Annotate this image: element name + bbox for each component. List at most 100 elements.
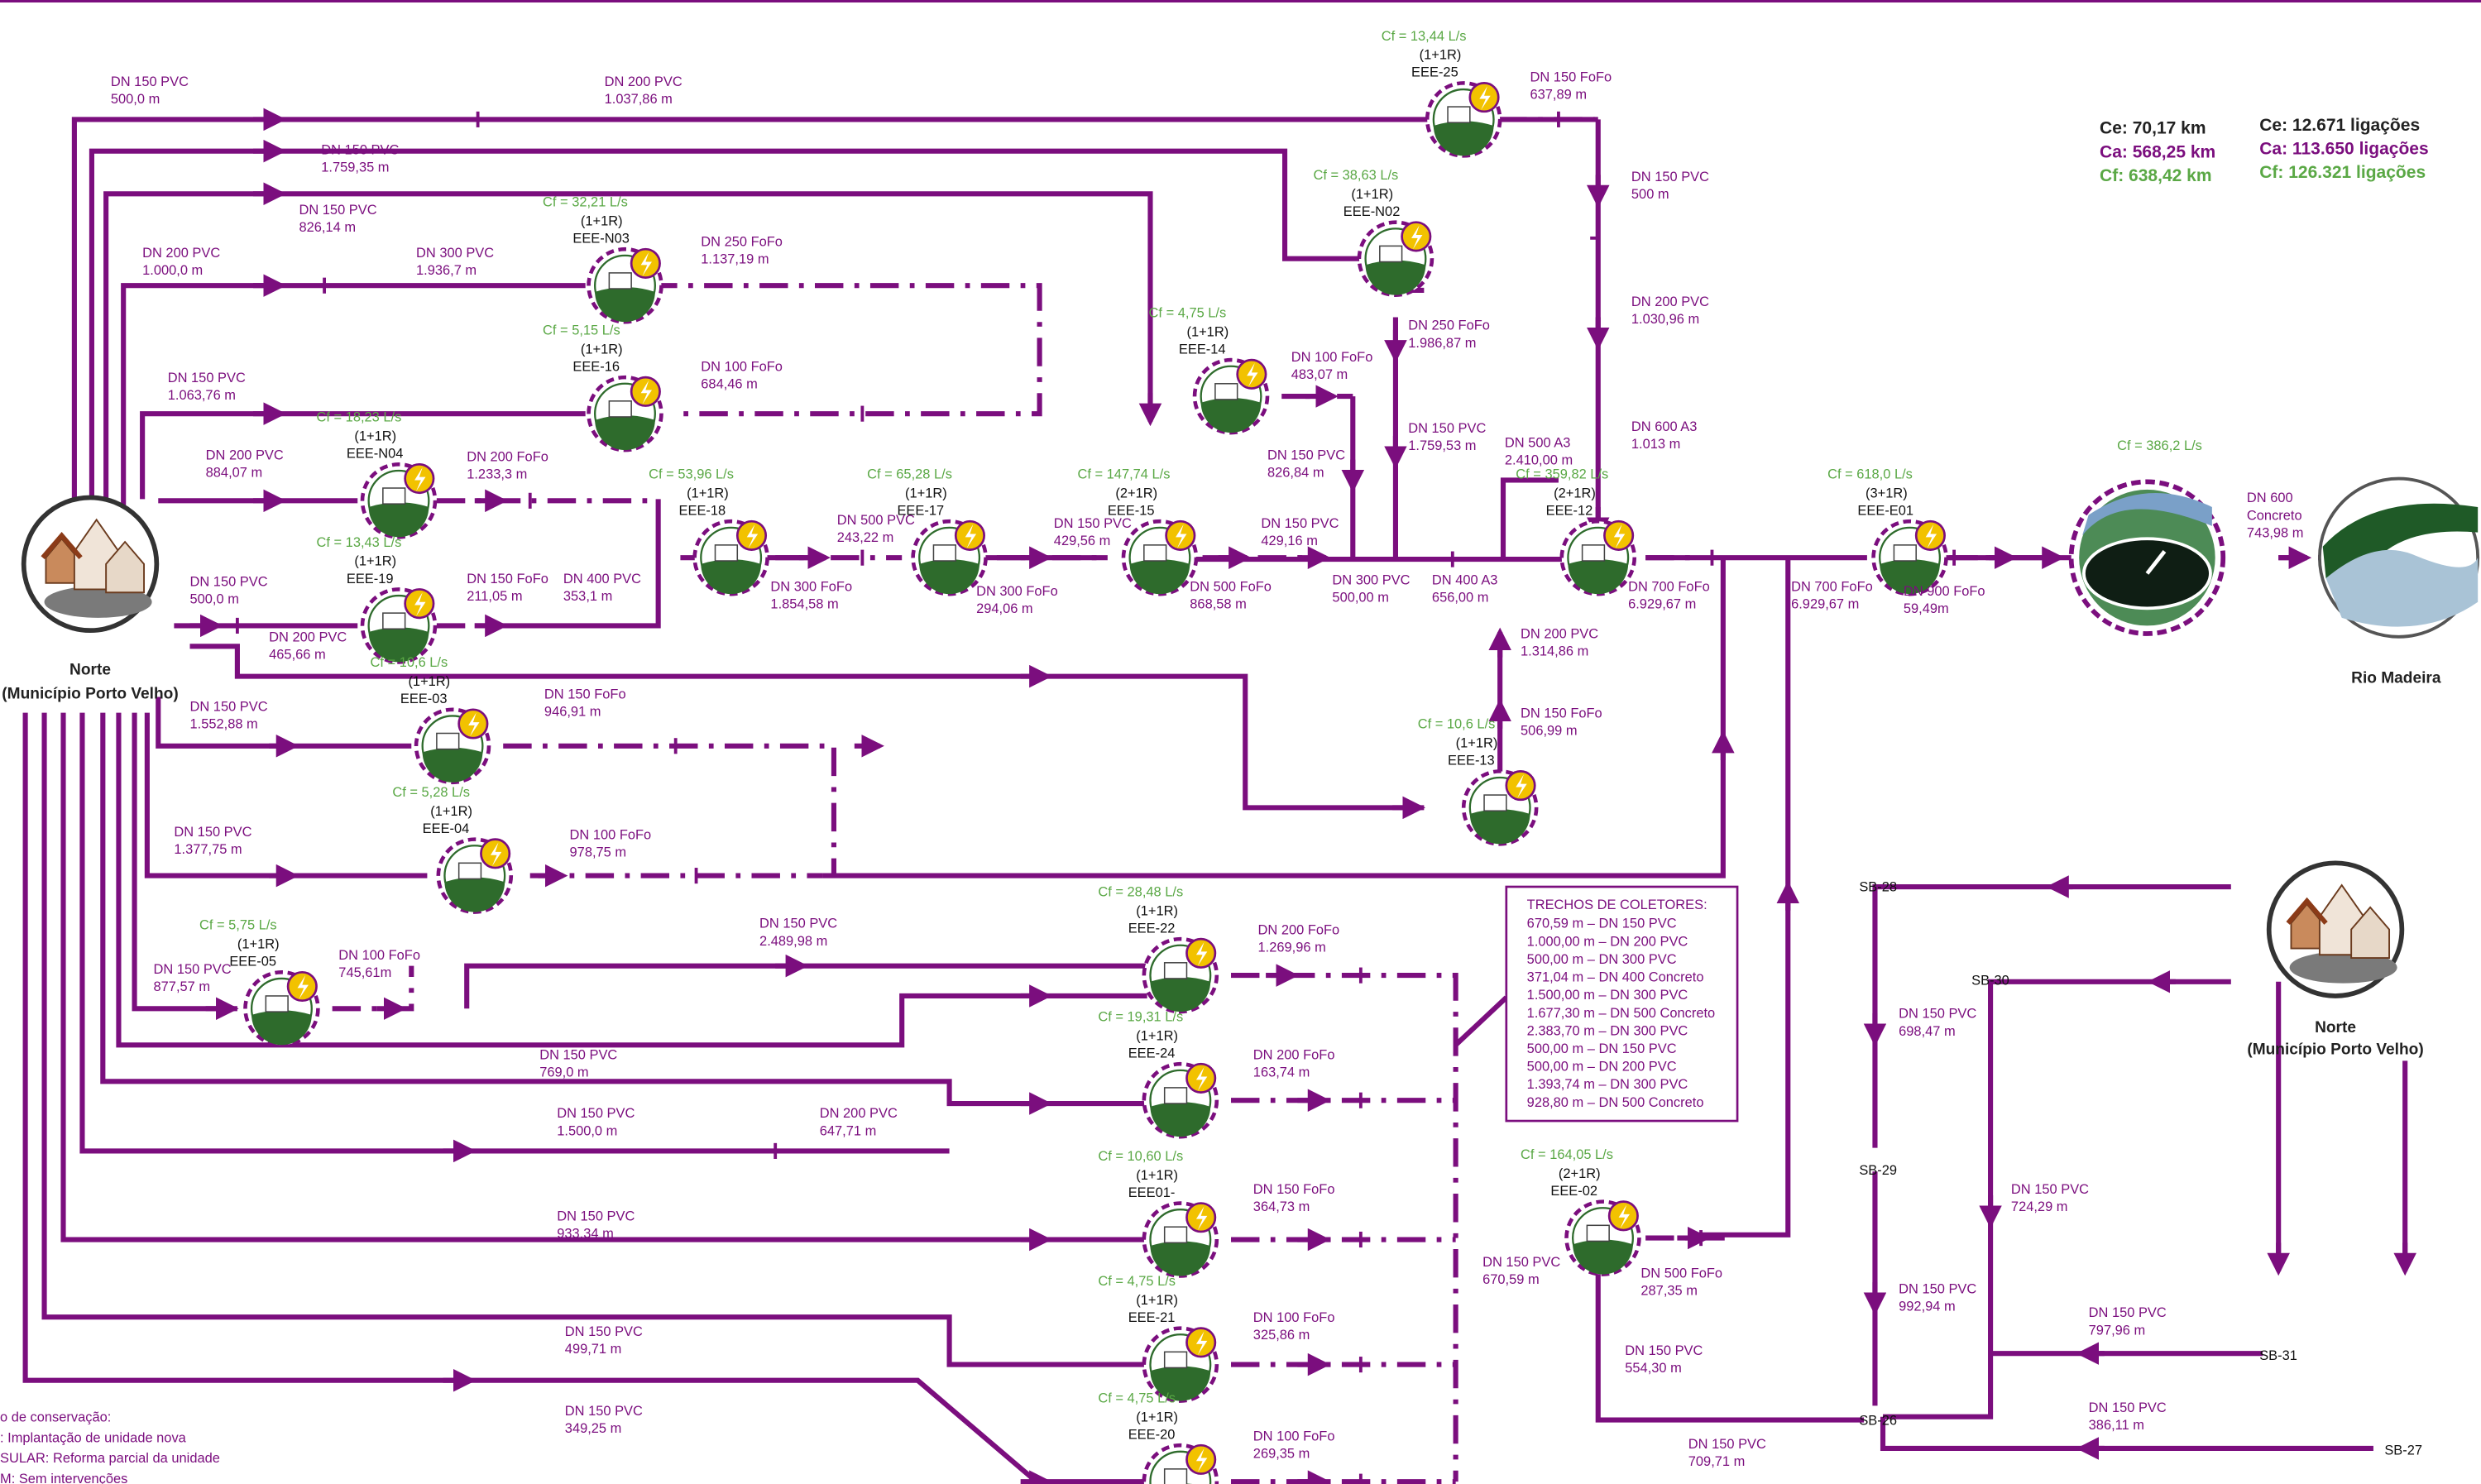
treatment-flow-label: Cf = 386,2 L/s [2117,438,2202,453]
station-config-label: (2+1R) [1559,1166,1601,1181]
pipe-segment [132,712,237,1012]
force-main-segment [503,743,837,876]
pipe-segment [41,712,1147,1367]
collectors-row: 2.383,70 m – DN 300 PVC [1527,1023,1688,1038]
pipe-segment [156,697,412,749]
pipe-length-label: 500,00 m [1332,591,1389,606]
pumping-station-icon [1871,519,1948,596]
pumping-station-icon [1142,1061,1219,1139]
pipe-diameter-label: DN 100 FoFo [701,359,783,374]
pipe-diameter-label: DN 150 PVC [1625,1343,1703,1358]
station-config-label: (1+1R) [1351,187,1393,202]
pipe-length-label: 2.489,98 m [759,934,827,949]
pipe-diameter-label: DN 150 PVC [1408,421,1486,436]
station-config-label: (1+1R) [1136,1029,1178,1044]
subbasin-label: SB-30 [1971,974,2009,989]
pumping-station-icon [1142,1201,1219,1278]
pipe-length-label: 500,0 m [111,92,160,107]
collectors-row: 1.500,00 m – DN 300 PVC [1527,988,1688,1003]
subbasin-label: SB-29 [1859,1163,1897,1178]
station-name-label: EEE-20 [1128,1428,1176,1443]
pipe-length-label: 211,05 m [467,589,522,604]
pipe-length-label: 637,89 m [1530,88,1588,103]
pipe-length-label: 59,49m [1904,601,1949,616]
pipe-diameter-label: DN 100 FoFo [1253,1429,1335,1443]
source-name-right: Norte [2315,1019,2356,1036]
pipe-length-label: 6.929,67 m [1628,596,1696,611]
collectors-row: 1.393,74 m – DN 300 PVC [1527,1077,1688,1092]
network-icons [21,81,2480,1484]
pipe-diameter-label: DN 300 PVC [416,246,494,261]
legend-title: o de conservação: [0,1410,111,1424]
pumping-station-icon [587,247,663,324]
pipe-length-label: 429,56 m [1054,534,1111,548]
station-config-label: (1+1R) [430,804,472,819]
pipe-length-label: 884,07 m [206,466,263,481]
force-main-segment [332,965,414,1012]
pipe-length-label: 429,16 m [1261,534,1318,548]
pipe-diameter-label: DN 150 PVC [1899,1007,1976,1022]
pipe-diameter-label: DN 500 A3 [1505,435,1571,450]
station-name-label: EEE-21 [1128,1310,1176,1325]
pipe-diameter-label: DN 100 FoFo [1291,350,1373,365]
pipe-length-label: 500,0 m [190,592,239,607]
station-flow-label: Cf = 147,74 L/s [1077,467,1170,482]
pipe-length-label: 483,07 m [1291,367,1348,382]
pipe-length-label: 647,71 m [820,1123,877,1138]
pipe-diameter-label: DN 600 [2247,491,2293,505]
pipe-length-label: 670,59 m [1482,1272,1540,1287]
pipe-diameter-label: DN 500 FoFo [1640,1266,1722,1281]
pipe-length-label: 745,61m [338,965,391,980]
pipe-length-label: 946,91 m [544,704,601,719]
houses-icon [21,495,160,634]
pipe-diameter-label: DN 400 A3 [1432,573,1498,588]
station-config-label: (1+1R) [1456,736,1498,751]
treatment-plant-icon [2068,479,2226,636]
pipe-segment [60,712,1147,1242]
pipe-diameter-label: DN 150 PVC [1482,1255,1560,1270]
pipe-segment [1500,477,1559,558]
collectors-row: 1.677,30 m – DN 500 Concreto [1527,1006,1716,1021]
pipe-diameter-label: DN 150 PVC [759,917,837,931]
station-flow-label: Cf = 18,23 L/s [317,410,402,425]
stat-extent-0: Ce: 70,17 km [2100,119,2206,138]
pipe-diameter-label: DN 150 FoFo [1530,69,1612,84]
station-flow-label: Cf = 28,48 L/s [1098,884,1183,899]
pipe-length-label: 163,74 m [1253,1065,1310,1080]
pipe-diameter-label: DN 600 A3 [1631,419,1698,434]
collectors-row: 928,80 m – DN 500 Concreto [1527,1095,1704,1110]
station-name-label: EEE-14 [1179,342,1226,357]
houses-icon [2266,860,2405,998]
pipe-diameter-label: DN 100 FoFo [1253,1310,1335,1325]
pipe-diameter-label: DN 150 FoFo [544,687,626,701]
force-main-segment [649,283,1042,417]
pipe-diameter-label: DN 150 PVC [154,962,232,977]
station-config-label: (1+1R) [1186,324,1229,339]
pipe-diameter-label: DN 150 PVC [1631,170,1709,184]
top-accent-bar [0,0,2481,2]
pipe-diameter-label: DN 700 FoFo [1791,579,1873,594]
stat-connections-2: Cf: 126.321 ligações [2259,163,2426,182]
subbasin-label: SB-31 [2259,1348,2297,1363]
pipe-diameter-label: DN 150 FoFo [1521,706,1602,720]
pumping-station-icon [911,519,988,596]
pipe-length-label: 656,00 m [1432,591,1489,606]
station-flow-label: Cf = 359,82 L/s [1516,467,1608,482]
river-icon [2317,476,2480,639]
pipe-length-label: 1.063,76 m [168,388,236,403]
pipe-length-label: 1.986,87 m [1408,336,1476,351]
pipe-segment [189,644,1425,811]
pipe-length-label: 325,86 m [1253,1328,1310,1343]
legend-item: : Implantação de unidade nova [0,1430,187,1445]
pipe-segment [1872,883,2231,1148]
pipe-diameter-label: DN 200 PVC [1521,627,1598,642]
station-config-label: (1+1R) [408,674,450,689]
station-name-label: EEE-24 [1128,1046,1176,1061]
pipe-diameter-label: DN 250 FoFo [701,234,783,249]
pipe-length-label: Concreto [2247,508,2302,523]
pumping-station-icon [1461,769,1539,846]
pipe-segment [121,283,270,560]
collectors-row: 1.000,00 m – DN 200 PVC [1527,934,1688,949]
station-flow-label: Cf = 10,60 L/s [1098,1149,1183,1164]
pipe-length-label: 2.410,00 m [1505,452,1573,467]
